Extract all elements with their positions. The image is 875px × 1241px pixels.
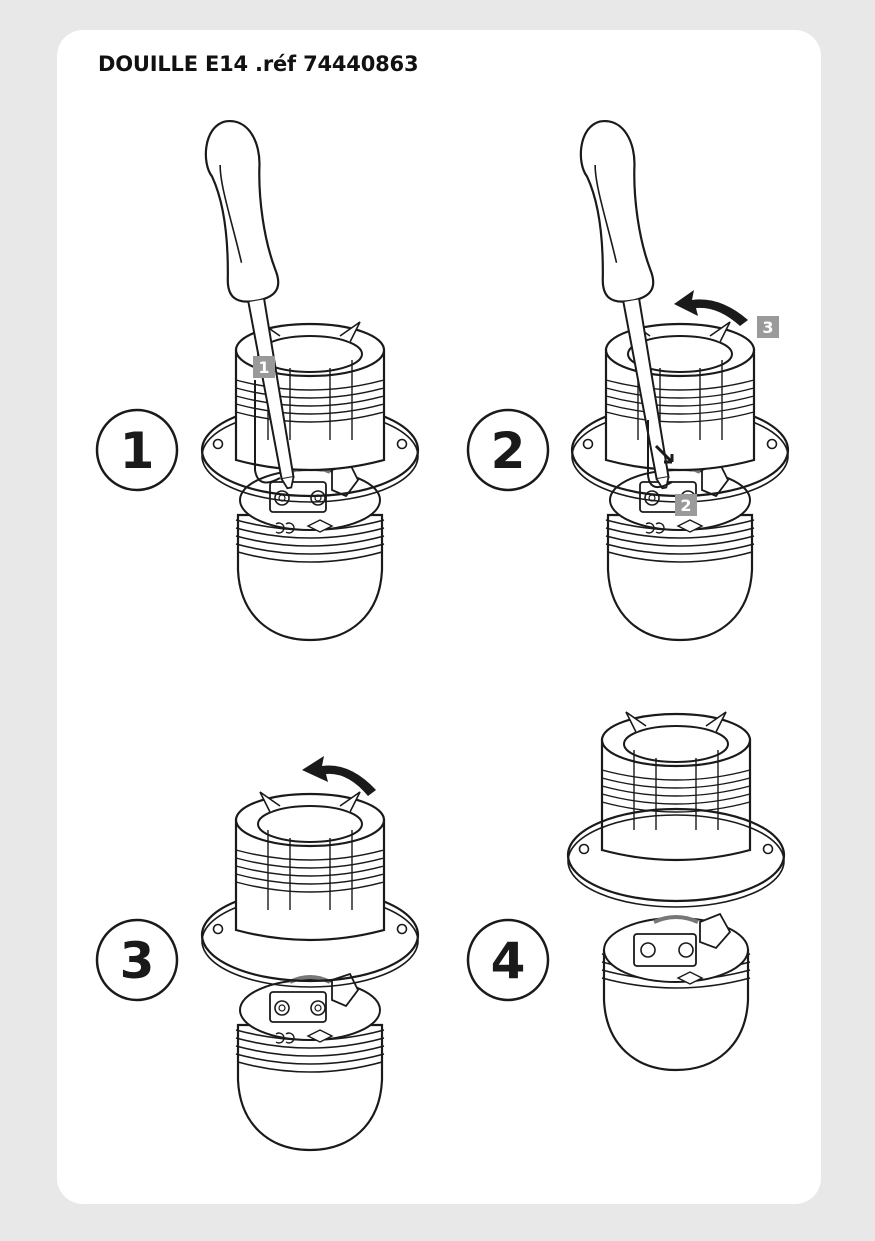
page-title: DOUILLE E14 .réf 74440863	[98, 52, 419, 76]
step-2-badge-3	[757, 316, 779, 338]
step-3-illustration	[200, 790, 420, 1152]
step-1-number: 1	[120, 422, 155, 480]
step-3-number-circle	[95, 918, 179, 1002]
step-1-illustration	[198, 115, 420, 642]
step-2-badge-2-label: 2	[680, 496, 691, 515]
step-2-number: 2	[491, 422, 526, 480]
step-2-number-circle	[466, 408, 550, 492]
step-1-number-circle	[95, 408, 179, 492]
step-4-number: 4	[491, 932, 526, 990]
rotate-arrow-icon	[674, 290, 748, 326]
step-1-badge-1	[253, 356, 275, 378]
step-2-badge-3-label: 3	[762, 318, 773, 337]
step-4-number-circle	[466, 918, 550, 1002]
step-3-number: 3	[120, 932, 155, 990]
step-2-illustration	[570, 115, 790, 642]
step-2-badge-2	[675, 494, 697, 516]
rotate-arrow-icon	[302, 756, 376, 796]
step-4-illustration	[566, 710, 786, 1072]
step-1-badge-1-label: 1	[258, 358, 269, 377]
